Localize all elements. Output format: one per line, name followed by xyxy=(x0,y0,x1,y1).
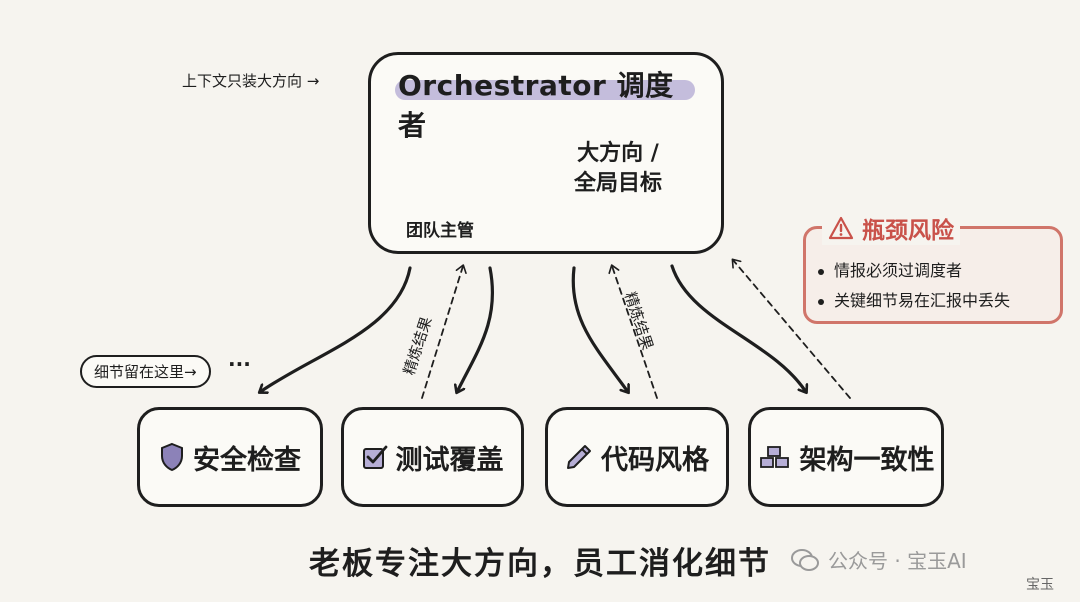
worker-label: 代码风格 xyxy=(601,444,709,476)
worker-label: 架构一致性 xyxy=(799,444,935,476)
risk-title-text: 瓶颈风险 xyxy=(862,218,954,244)
worker-style: 代码风格 xyxy=(545,407,729,507)
orchestrator-title: Orchestrator 调度者 xyxy=(398,69,674,142)
watermark: 公众号 · 宝玉AI xyxy=(790,545,967,574)
arrow-to-style xyxy=(571,266,628,392)
detail-note: 细节留在这里→ xyxy=(80,355,211,388)
risk-item-text: 关键细节易在汇报中丢失 xyxy=(834,291,1011,310)
dashed-return-arch xyxy=(731,258,851,399)
arrow-to-test xyxy=(457,266,495,392)
worker-arch: 架构一致性 xyxy=(748,407,944,507)
thought-line-1: 大方向 / xyxy=(577,141,659,166)
watermark-text: 公众号 · 宝玉AI xyxy=(828,549,967,573)
worker-label: 安全检查 xyxy=(193,444,301,476)
warning-icon xyxy=(828,216,854,240)
worker-label: 测试覆盖 xyxy=(395,444,504,476)
risk-item: 情报必须过调度者 xyxy=(818,257,962,281)
watermark-sub: 宝玉 xyxy=(1026,577,1054,593)
blocks-icon xyxy=(759,446,789,468)
risk-item: 关键细节易在汇报中丢失 xyxy=(818,287,1010,311)
detail-dots: ··· xyxy=(228,352,251,376)
arrow-to-arch xyxy=(670,264,806,392)
bullet xyxy=(818,268,824,275)
risk-title: 瓶颈风险 xyxy=(822,211,960,245)
pencil-icon xyxy=(567,445,591,469)
checkbox-icon xyxy=(362,445,387,469)
risk-item-text: 情报必须过调度者 xyxy=(834,261,963,280)
context-note: 上下文只装大方向 → xyxy=(182,72,320,90)
arrow-to-security xyxy=(260,266,412,392)
shield-icon xyxy=(161,442,183,472)
title-highlight xyxy=(395,80,695,100)
thought-line-2: 全局目标 xyxy=(573,171,662,196)
worker-test: 测试覆盖 xyxy=(341,407,524,507)
worker-security: 安全检查 xyxy=(137,407,323,507)
thought-text: 大方向 / 全局目标 xyxy=(548,139,688,199)
bullet xyxy=(818,298,824,305)
dashed-return-test xyxy=(421,264,467,399)
manager-label: 团队主管 xyxy=(406,221,474,241)
dashed-return-style xyxy=(608,264,658,399)
wechat-icon xyxy=(791,548,819,571)
caption: 老板专注大方向，员工消化细节 xyxy=(309,546,771,582)
